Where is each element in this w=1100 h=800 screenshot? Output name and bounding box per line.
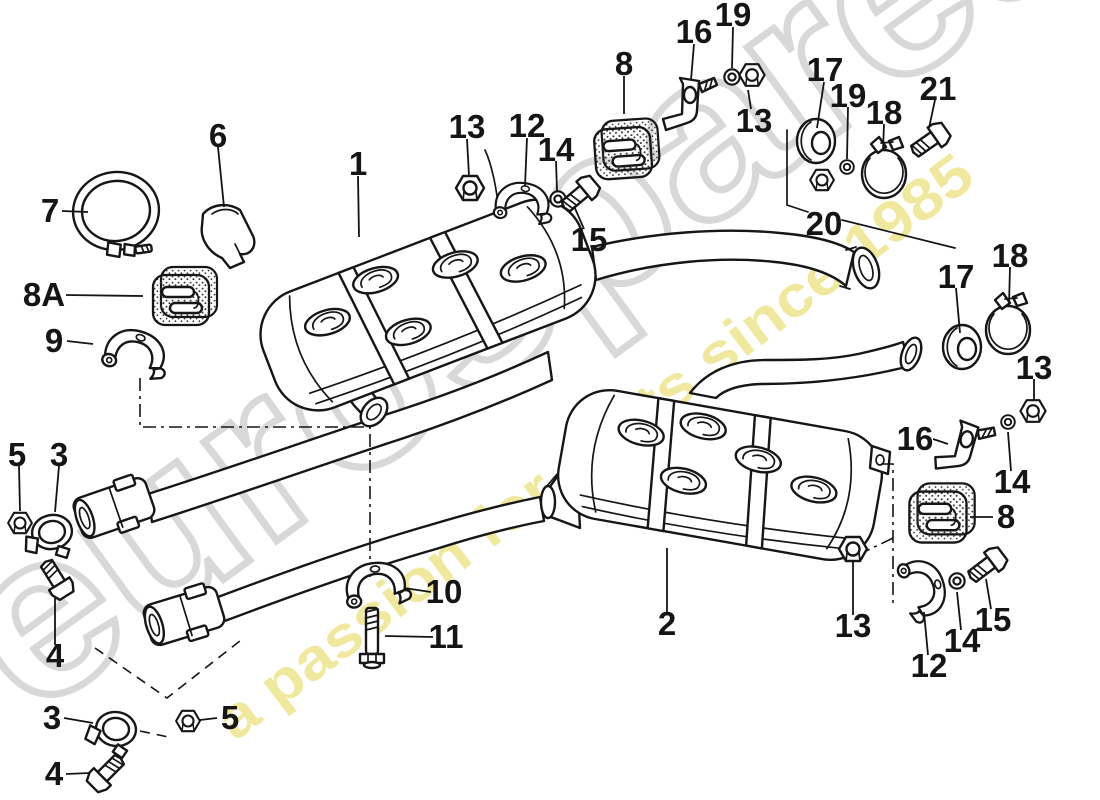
- part-14-washer-lower-right: [948, 572, 966, 590]
- muffler1-outlet-pipe: [590, 229, 881, 290]
- callout-14b[interactable]: 14: [994, 463, 1031, 500]
- callout-18b[interactable]: 18: [992, 237, 1029, 274]
- part-16-bracket-right: [931, 415, 998, 481]
- callout-19b[interactable]: 19: [830, 77, 867, 114]
- part-19-washer-top: [723, 68, 741, 86]
- muffler2-bracket-tab: [868, 444, 892, 476]
- callout-6[interactable]: 6: [209, 117, 227, 154]
- part-13-nut-upper-right: [738, 63, 766, 87]
- callout-numbers: 7 6 8A 9 1 13 12 14 15 8 16 19 13 17 19 …: [8, 0, 1053, 792]
- callout-15b[interactable]: 15: [975, 601, 1012, 638]
- callout-19[interactable]: 19: [715, 0, 752, 33]
- callout-4b[interactable]: 4: [45, 755, 64, 792]
- part-18-band-clamp-right: [984, 291, 1032, 356]
- part-5-nut-upper: [7, 511, 33, 535]
- part-13-nut-under-muffler2: [837, 535, 869, 563]
- muffler2-inlet-pipe: [688, 336, 923, 400]
- callout-13d[interactable]: 13: [835, 607, 872, 644]
- callout-3[interactable]: 3: [50, 436, 68, 473]
- callout-8[interactable]: 8: [615, 45, 633, 82]
- rear-pipe: [137, 495, 546, 654]
- callout-14[interactable]: 14: [538, 131, 575, 168]
- part-6-deflector: [200, 203, 256, 270]
- callout-4[interactable]: 4: [46, 637, 65, 674]
- callout-13c[interactable]: 13: [1016, 349, 1053, 386]
- callout-14c[interactable]: 14: [944, 622, 981, 659]
- callout-8a[interactable]: 8A: [23, 276, 65, 313]
- part-8a-rubber-mount: [151, 265, 219, 327]
- callout-12b[interactable]: 12: [911, 647, 948, 684]
- part-13-nut-kit: [809, 168, 835, 192]
- intermediate-pipe: [67, 350, 554, 547]
- rear-muffler-part-2: [539, 388, 892, 562]
- callout-7[interactable]: 7: [41, 192, 59, 229]
- callout-13b[interactable]: 13: [736, 102, 773, 139]
- part-8-rubber-mount-top: [591, 116, 662, 182]
- callout-17[interactable]: 17: [807, 51, 844, 88]
- callout-11[interactable]: 11: [429, 618, 464, 655]
- callout-13[interactable]: 13: [449, 108, 486, 145]
- callout-3b[interactable]: 3: [43, 699, 61, 736]
- part-17-grommet-kit: [795, 117, 837, 165]
- callout-17b[interactable]: 17: [938, 258, 975, 295]
- part-7-vband-clamp: [66, 165, 167, 265]
- part-19-washer-kit: [839, 159, 855, 175]
- part-9-saddle-clamp: [99, 321, 177, 385]
- callout-leader-lines: [18, 26, 1035, 775]
- part-14-washer-right: [1000, 414, 1016, 430]
- callout-1[interactable]: 1: [349, 145, 367, 182]
- callout-20[interactable]: 20: [806, 205, 843, 242]
- callout-16b[interactable]: 16: [897, 420, 934, 457]
- callout-5[interactable]: 5: [8, 436, 26, 473]
- part-8-rubber-mount-right: [908, 482, 976, 544]
- callout-18[interactable]: 18: [866, 94, 903, 131]
- callout-5b[interactable]: 5: [221, 699, 239, 736]
- callout-2[interactable]: 2: [658, 605, 676, 642]
- part-17-grommet-right: [941, 323, 983, 371]
- callout-15[interactable]: 15: [571, 221, 608, 258]
- callout-12[interactable]: 12: [509, 107, 546, 144]
- callout-10[interactable]: 10: [426, 573, 463, 610]
- part-13-nut-right: [1019, 399, 1047, 423]
- callout-16[interactable]: 16: [676, 13, 713, 50]
- callout-9[interactable]: 9: [45, 322, 63, 359]
- callout-8b[interactable]: 8: [997, 498, 1015, 535]
- front-muffler-part-1: [259, 198, 597, 412]
- part-13-nut-top: [454, 174, 486, 202]
- callout-21[interactable]: 21: [920, 70, 957, 107]
- part-5-nut-lower: [175, 709, 201, 733]
